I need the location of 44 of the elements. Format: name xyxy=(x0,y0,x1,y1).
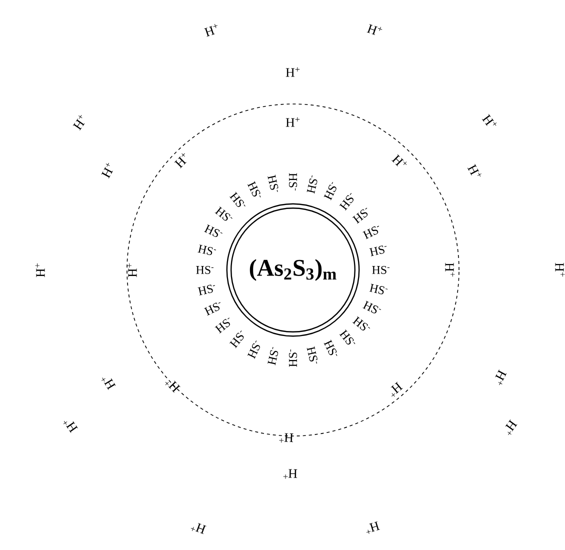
ion-label: HS$^{-}$ xyxy=(230,192,246,207)
ion-label: HS$^{-}$ xyxy=(214,206,232,221)
ion-label: H$^{+}$ xyxy=(283,469,298,479)
ion-label: HS$^{-}$ xyxy=(198,284,215,296)
ion-label: H$^{+}$ xyxy=(555,262,565,277)
ion-label: H$^{+}$ xyxy=(35,263,45,278)
ion-label: H$^{+}$ xyxy=(101,162,113,179)
ion-label: H$^{+}$ xyxy=(505,419,518,435)
ion-label: H$^{+}$ xyxy=(279,433,294,443)
ion-label: HS$^{-}$ xyxy=(288,173,298,190)
ion-label: H$^{+}$ xyxy=(165,380,180,393)
ion-label: H$^{+}$ xyxy=(366,521,380,534)
ion-label: H$^{+}$ xyxy=(286,117,300,127)
ion-label: HS$^{-}$ xyxy=(306,175,318,194)
ion-label: HS$^{-}$ xyxy=(268,346,278,366)
ion-label: H$^{+}$ xyxy=(366,24,382,35)
ion-label: HS$^{-}$ xyxy=(198,244,216,256)
ion-label: HS$^{-}$ xyxy=(214,318,230,334)
ion-label: H$^{+}$ xyxy=(190,523,206,534)
ion-label: H$^{+}$ xyxy=(286,67,300,77)
ion-label: HS$^{-}$ xyxy=(369,246,387,256)
ion-label: H$^{+}$ xyxy=(495,369,507,386)
ion-label: HS$^{-}$ xyxy=(352,316,370,330)
ion-label: HS$^{-}$ xyxy=(372,266,390,274)
ion-label: H$^{+}$ xyxy=(127,263,137,278)
ion-label: H$^{+}$ xyxy=(482,114,497,126)
ion-label: H$^{+}$ xyxy=(63,420,78,433)
ion-label: HS$^{-}$ xyxy=(196,266,214,274)
ion-label: HS$^{-}$ xyxy=(352,208,368,224)
ion-label: H$^{+}$ xyxy=(445,262,455,277)
ion-label: H$^{+}$ xyxy=(392,154,407,166)
ion-label: HS$^{-}$ xyxy=(306,346,318,364)
ion-label: H$^{+}$ xyxy=(390,382,403,397)
ion-label: HS$^{-}$ xyxy=(288,350,298,367)
ion-label: HS$^{-}$ xyxy=(339,192,354,211)
ion-label: HS$^{-}$ xyxy=(268,174,278,192)
ion-label: H$^{+}$ xyxy=(204,24,218,37)
ion-label: H$^{+}$ xyxy=(102,378,116,390)
ion-label: HS$^{-}$ xyxy=(339,329,356,345)
ion-label: HS$^{-}$ xyxy=(369,284,388,294)
ion-label: HS$^{-}$ xyxy=(229,330,244,348)
ion-label: H$^{+}$ xyxy=(174,153,186,168)
ion-label: H$^{+}$ xyxy=(72,114,85,131)
ion-label: H$^{+}$ xyxy=(467,164,482,177)
